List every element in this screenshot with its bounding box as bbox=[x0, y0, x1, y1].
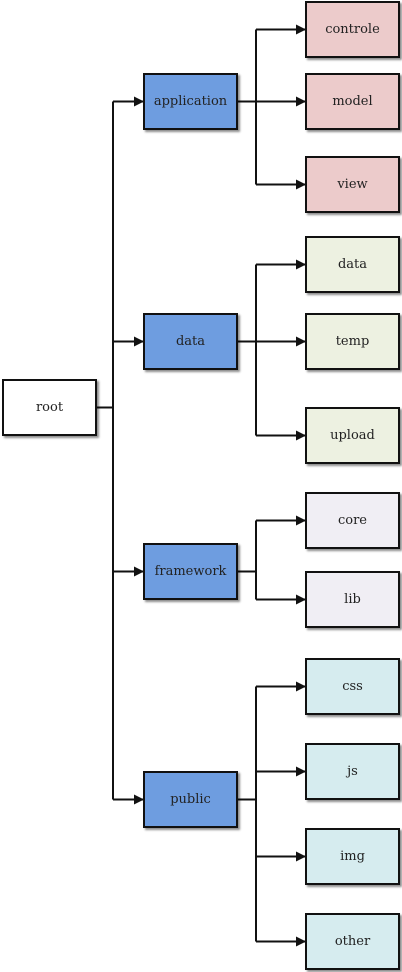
node-public: public bbox=[143, 771, 238, 828]
node-upload: upload bbox=[305, 407, 400, 464]
node-label: data bbox=[337, 257, 368, 272]
node-img: img bbox=[305, 828, 400, 885]
node-controle: controle bbox=[305, 1, 400, 58]
node-temp: temp bbox=[305, 313, 400, 370]
node-application: application bbox=[143, 73, 238, 130]
node-model: model bbox=[305, 73, 400, 130]
node-framework: framework bbox=[143, 543, 238, 600]
node-css: css bbox=[305, 658, 400, 715]
node-label: temp bbox=[335, 334, 370, 349]
node-label: lib bbox=[344, 592, 361, 607]
node-label: public bbox=[170, 792, 211, 807]
node-label: framework bbox=[154, 564, 227, 579]
node-root: root bbox=[2, 379, 97, 436]
node-core: core bbox=[305, 492, 400, 549]
node-lib: lib bbox=[305, 571, 400, 628]
node-label: root bbox=[35, 400, 64, 415]
node-data-child: data bbox=[305, 236, 400, 293]
node-label: js bbox=[347, 764, 358, 779]
node-label: controle bbox=[325, 22, 380, 37]
node-label: css bbox=[342, 679, 363, 694]
node-label: other bbox=[334, 934, 371, 949]
node-js: js bbox=[305, 743, 400, 800]
node-label: core bbox=[337, 513, 367, 528]
node-label: data bbox=[175, 334, 206, 349]
node-other: other bbox=[305, 913, 400, 970]
node-label: upload bbox=[330, 428, 375, 443]
node-label: model bbox=[332, 94, 373, 109]
node-label: application bbox=[153, 94, 228, 109]
node-label: view bbox=[337, 177, 368, 192]
node-data: data bbox=[143, 313, 238, 370]
node-view: view bbox=[305, 156, 400, 213]
node-label: img bbox=[340, 849, 365, 864]
